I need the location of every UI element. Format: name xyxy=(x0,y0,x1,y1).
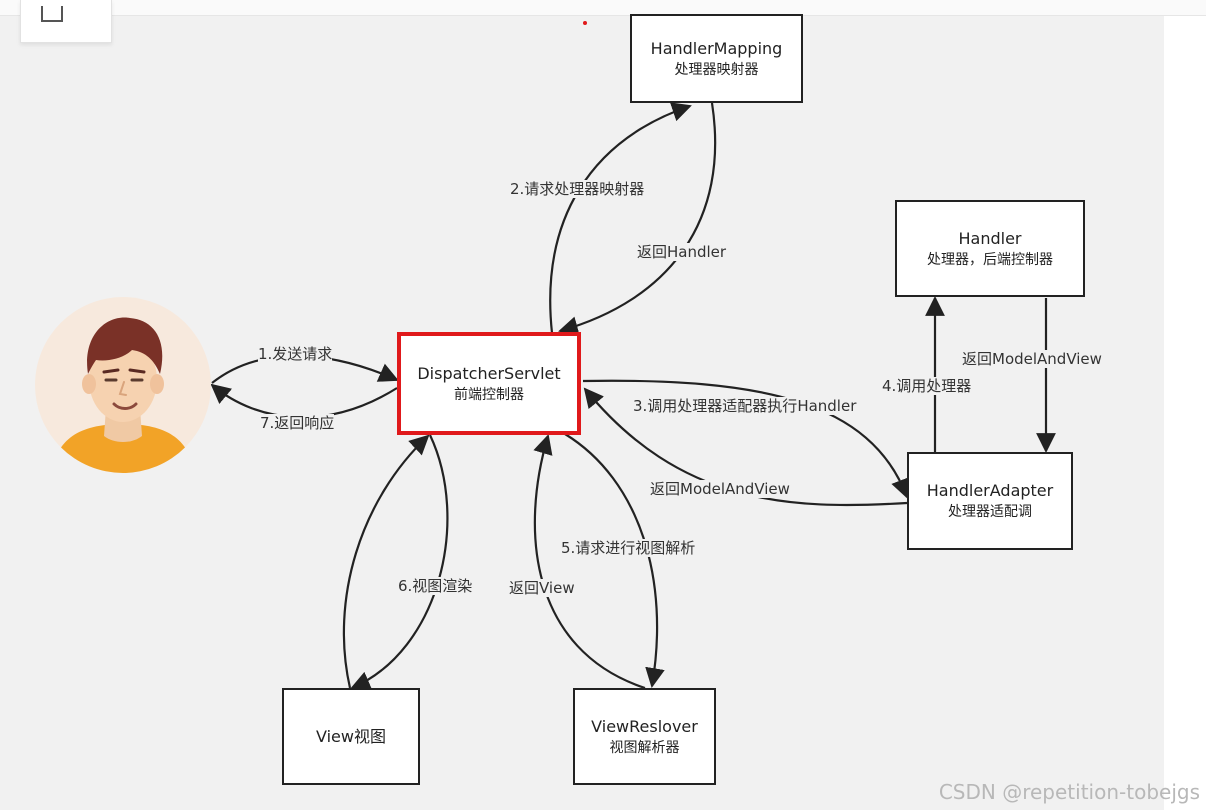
handler-mapping-subtitle: 处理器映射器 xyxy=(674,61,759,78)
cursor-dot xyxy=(583,21,587,25)
label-call-adapter: 3.调用处理器适配器执行Handler xyxy=(633,397,857,415)
label-call-handler: 4.调用处理器 xyxy=(882,377,972,395)
view-reslover-subtitle: 视图解析器 xyxy=(609,739,680,756)
watermark: CSDN @repetition-tobejgs xyxy=(938,780,1200,804)
handler-adapter-title: HandlerAdapter xyxy=(926,481,1054,500)
view-title: View视图 xyxy=(316,726,386,746)
arrow-return-view xyxy=(533,434,646,690)
handler-mapping-node: HandlerMapping 处理器映射器 xyxy=(630,14,803,103)
view-reslover-node: ViewReslover 视图解析器 xyxy=(573,688,716,785)
label-request-resolve: 5.请求进行视图解析 xyxy=(561,539,696,557)
handler-title: Handler xyxy=(958,228,1022,248)
label-return-view: 返回View xyxy=(509,579,575,597)
handler-mapping-title: HandlerMapping xyxy=(650,38,783,58)
arrow-render-view xyxy=(350,434,449,691)
view-node: View视图 xyxy=(282,688,420,785)
user-avatar-icon xyxy=(35,297,211,473)
label-return-mav-adapter: 返回ModelAndView xyxy=(650,480,790,498)
arrow-return-handler xyxy=(558,102,717,336)
handler-subtitle: 处理器，后端控制器 xyxy=(927,251,1053,268)
arrow-request-mapping xyxy=(549,102,692,334)
label-return-response: 7.返回响应 xyxy=(260,414,335,432)
dispatcher-servlet-title: DispatcherServlet xyxy=(417,363,561,383)
label-send-request: 1.发送请求 xyxy=(258,345,333,363)
label-request-mapping: 2.请求处理器映射器 xyxy=(510,180,645,198)
handler-adapter-node: HandlerAdapter 处理器适配调 xyxy=(907,452,1073,550)
handler-adapter-subtitle: 处理器适配调 xyxy=(948,504,1032,520)
handler-node: Handler 处理器，后端控制器 xyxy=(895,200,1085,297)
label-return-handler: 返回Handler xyxy=(637,243,727,261)
arrow-view-to-dispatcher xyxy=(342,434,430,689)
arrow-return-response xyxy=(210,383,398,419)
view-reslover-title: ViewReslover xyxy=(591,716,698,736)
label-render-view: 6.视图渲染 xyxy=(398,577,473,595)
dispatcher-servlet-subtitle: 前端控制器 xyxy=(454,386,524,403)
toolbar-button[interactable] xyxy=(20,0,112,43)
dispatcher-servlet-node: DispatcherServlet 前端控制器 xyxy=(397,332,581,435)
label-return-mav-handler: 返回ModelAndView xyxy=(962,350,1102,368)
arrow-request-resolve xyxy=(564,433,665,688)
document-icon xyxy=(41,6,63,22)
top-toolbar-strip xyxy=(0,0,1206,16)
